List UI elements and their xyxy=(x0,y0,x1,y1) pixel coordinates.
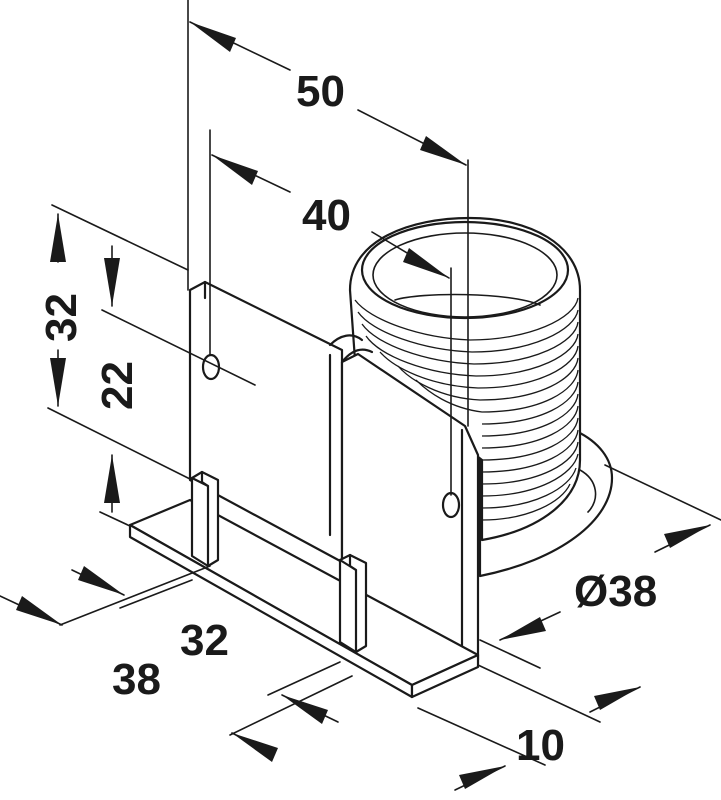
plate-bend xyxy=(328,334,374,364)
extension-lines xyxy=(47,0,721,766)
threaded-tube xyxy=(348,216,582,542)
dim-diameter-label: Ø38 xyxy=(574,567,657,616)
dim-10-label: 10 xyxy=(516,721,565,770)
dim-32-height-label: 32 xyxy=(37,293,86,342)
thread-lines xyxy=(354,297,579,521)
dim-38-depth-label: 38 xyxy=(112,655,161,704)
dimension-lines xyxy=(0,21,711,791)
dim-22-height-label: 22 xyxy=(93,361,142,410)
dim-40-label: 40 xyxy=(302,191,351,240)
dim-32-depth-label: 32 xyxy=(180,616,229,665)
right-tab xyxy=(338,553,368,654)
left-tab xyxy=(190,470,220,568)
dim-50-label: 50 xyxy=(296,67,345,116)
